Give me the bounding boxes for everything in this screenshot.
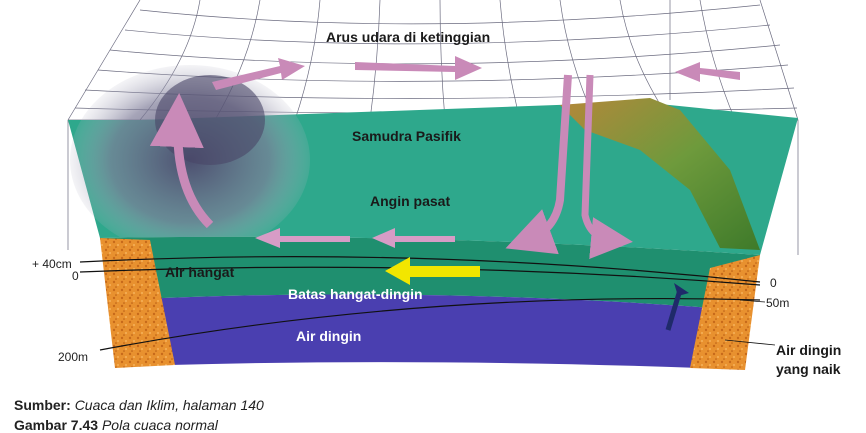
caption-figure: Gambar 7.43 Pola cuaca normal [14, 417, 218, 433]
caption-figure-text: Pola cuaca normal [101, 417, 218, 433]
caption-source: Sumber: Cuaca dan Iklim, halaman 140 [14, 397, 264, 413]
label-upwelling-2: yang naik [776, 361, 841, 377]
label-upper-air: Arus udara di ketinggian [326, 29, 491, 45]
caption-figure-label: Gambar 7.43 [14, 417, 99, 433]
trade-arrow-2 [372, 228, 455, 248]
cold-water-layer [120, 294, 740, 368]
warm-current-arrow [385, 257, 480, 285]
tick-zero-right: 0 [770, 276, 777, 290]
upper-arrow-2 [355, 56, 482, 80]
label-cold-water: Air dingin [296, 328, 362, 344]
upper-arrow-1 [212, 58, 305, 90]
label-ocean: Samudra Pasifik [352, 128, 461, 144]
upwelling-arrow [665, 289, 683, 331]
trade-wind-arrows [255, 228, 455, 248]
label-warm-water: Air hangat [165, 264, 235, 280]
trade-arrow-1 [255, 228, 350, 248]
tick-plus-40cm: + 40cm [32, 257, 72, 271]
rising-air-arrow [149, 93, 214, 229]
tick-50m: 50m [766, 296, 790, 310]
upper-air-arrows [212, 56, 740, 90]
tick-zero-left: 0 [72, 269, 79, 283]
caption-source-text: Cuaca dan Iklim, halaman 140 [74, 397, 264, 413]
tick-200m: 200m [58, 350, 89, 364]
upper-arrow-3 [675, 62, 740, 82]
americas-land [560, 98, 760, 250]
label-upwelling-1: Air dingin [776, 342, 842, 358]
label-trade-winds: Angin pasat [370, 193, 451, 209]
caption-source-label: Sumber: [14, 397, 71, 413]
sinking-air-arrow-1 [505, 74, 572, 255]
label-thermocline: Batas hangat-dingin [288, 286, 423, 302]
sinking-air-arrow-2 [581, 74, 633, 260]
